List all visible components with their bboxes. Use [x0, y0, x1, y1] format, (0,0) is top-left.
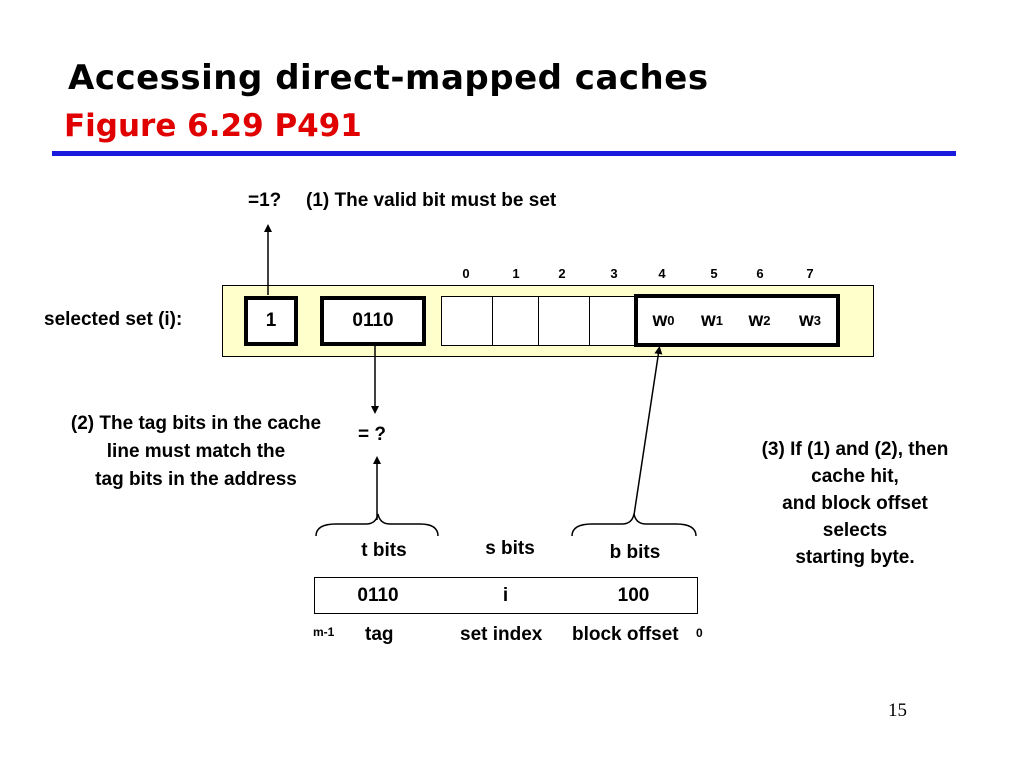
- column-index-3: 3: [610, 266, 618, 281]
- slide-subtitle: Figure 6.29 P491: [64, 108, 362, 144]
- step3-line-3: and block offset: [782, 493, 928, 514]
- column-index-6: 6: [756, 266, 764, 281]
- set-index-label: set index: [460, 624, 543, 645]
- step3-text: (3) If (1) and (2), then cache hit, and …: [730, 436, 980, 571]
- step2-line-1: (2) The tag bits in the cache: [70, 413, 322, 434]
- block-byte-3: [589, 296, 636, 346]
- address-set-field: i: [441, 578, 571, 613]
- column-index-0: 0: [462, 266, 470, 281]
- lsb-label: 0: [696, 626, 703, 640]
- t-bits-label: t bits: [361, 540, 407, 561]
- tag-brace: [315, 513, 439, 537]
- page-number: 15: [888, 700, 907, 721]
- column-index-5: 5: [710, 266, 718, 281]
- block-byte-1: [492, 296, 539, 346]
- valid-bit-cell: 1: [244, 296, 298, 346]
- column-index-1: 1: [512, 266, 520, 281]
- selected-set-label: selected set (i):: [44, 309, 183, 330]
- step3-line-2: cache hit,: [811, 466, 899, 487]
- step3-line-4: selects: [822, 520, 888, 541]
- column-index-4: 4: [658, 266, 666, 281]
- block-offset-label: block offset: [572, 624, 679, 645]
- s-bits-label: s bits: [485, 538, 535, 559]
- msb-label: m-1: [313, 625, 335, 639]
- offset-brace: [571, 513, 697, 537]
- step1-text: (1) The valid bit must be set: [306, 190, 557, 211]
- column-index-7: 7: [806, 266, 814, 281]
- tag-field-label: tag: [365, 624, 394, 645]
- tag-compare-label: = ?: [358, 424, 386, 445]
- offset-arrow: [633, 346, 663, 516]
- address-offset-field: 100: [570, 578, 697, 613]
- step3-line-5: starting byte.: [795, 547, 915, 568]
- step2-line-2: line must match the: [106, 441, 286, 462]
- b-bits-label: b bits: [609, 542, 661, 563]
- address-tag-field: 0110: [315, 578, 442, 613]
- column-index-2: 2: [558, 266, 566, 281]
- step2-text: (2) The tag bits in the cache line must …: [40, 410, 352, 494]
- valid-check-label: =1?: [248, 190, 282, 211]
- step2-line-3: tag bits in the address: [95, 469, 297, 490]
- slide-title: Accessing direct-mapped caches: [68, 58, 709, 98]
- step3-line-1: (3) If (1) and (2), then: [761, 439, 949, 460]
- tag-cell: 0110: [320, 296, 426, 346]
- title-rule: [52, 151, 956, 156]
- address-bar: 0110 i 100: [314, 577, 698, 614]
